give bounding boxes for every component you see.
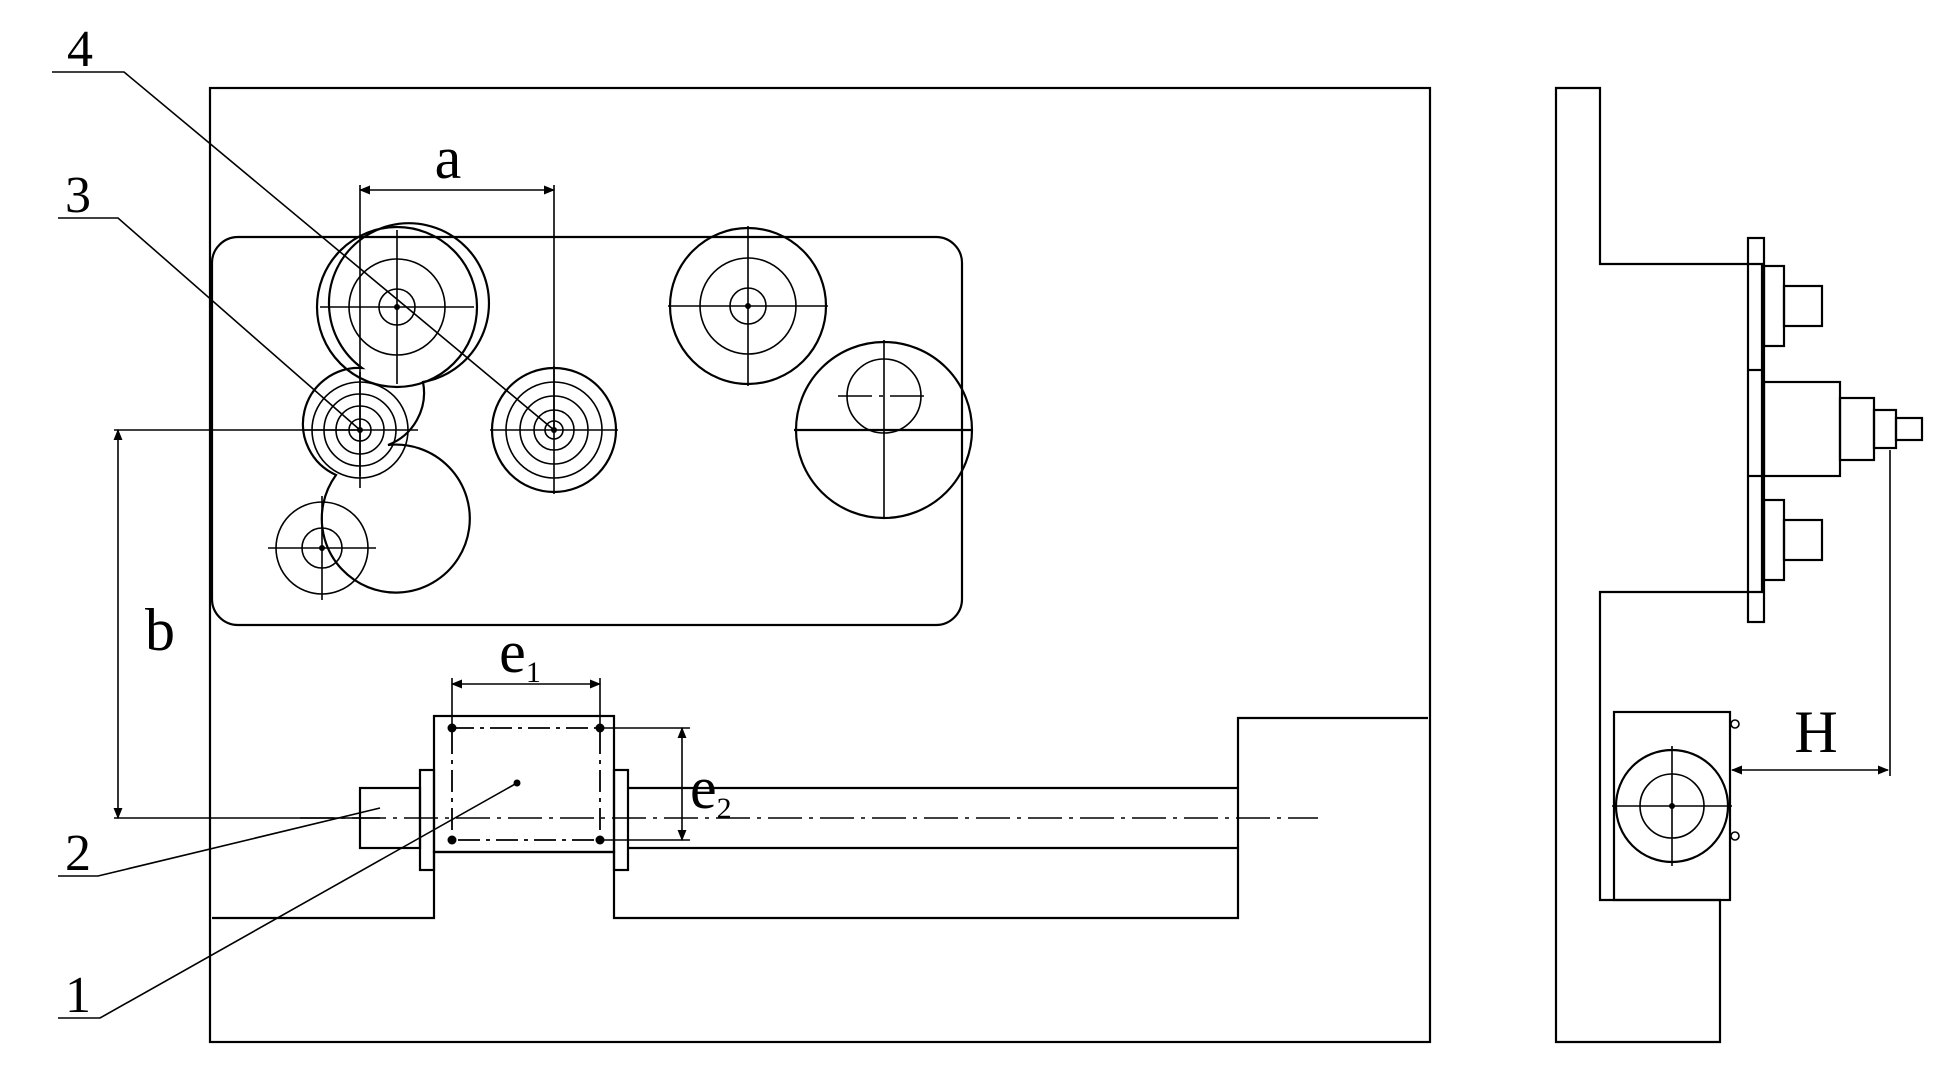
label-part-2: 2 [65, 825, 91, 882]
side-view: H [1554, 86, 1924, 1044]
side-frame [1554, 86, 1764, 1044]
label-part-3: 3 [65, 167, 91, 224]
label-H: H [1794, 699, 1837, 765]
front-view: a b e1 e2 4 3 2 1 [52, 21, 1432, 1044]
bolt-upper [1762, 264, 1824, 348]
label-b: b [145, 597, 175, 663]
gear-chain-outline [301, 222, 491, 594]
drive-middle [1762, 380, 1924, 478]
dimension-e1 [450, 678, 602, 728]
shaft [300, 768, 1318, 872]
dimension-e2 [600, 726, 690, 842]
dimension-a [358, 185, 556, 476]
label-part-4: 4 [67, 21, 93, 78]
label-e1: e1 [499, 619, 541, 689]
dimension-H [1730, 450, 1891, 776]
label-part-1: 1 [65, 967, 91, 1024]
lower-bed-outline [212, 716, 1428, 920]
gear-lower-left [268, 496, 376, 600]
leader-lines [52, 71, 555, 1019]
bolt-lower [1762, 498, 1824, 582]
gear-upper-left [315, 225, 479, 389]
wheel-right [794, 340, 974, 520]
label-a: a [435, 125, 462, 191]
carriage-block [432, 714, 616, 854]
gear-upper-right [668, 226, 828, 386]
label-e2: e2 [690, 755, 732, 825]
lower-housing [1612, 710, 1740, 902]
base-frame [208, 86, 1432, 1044]
